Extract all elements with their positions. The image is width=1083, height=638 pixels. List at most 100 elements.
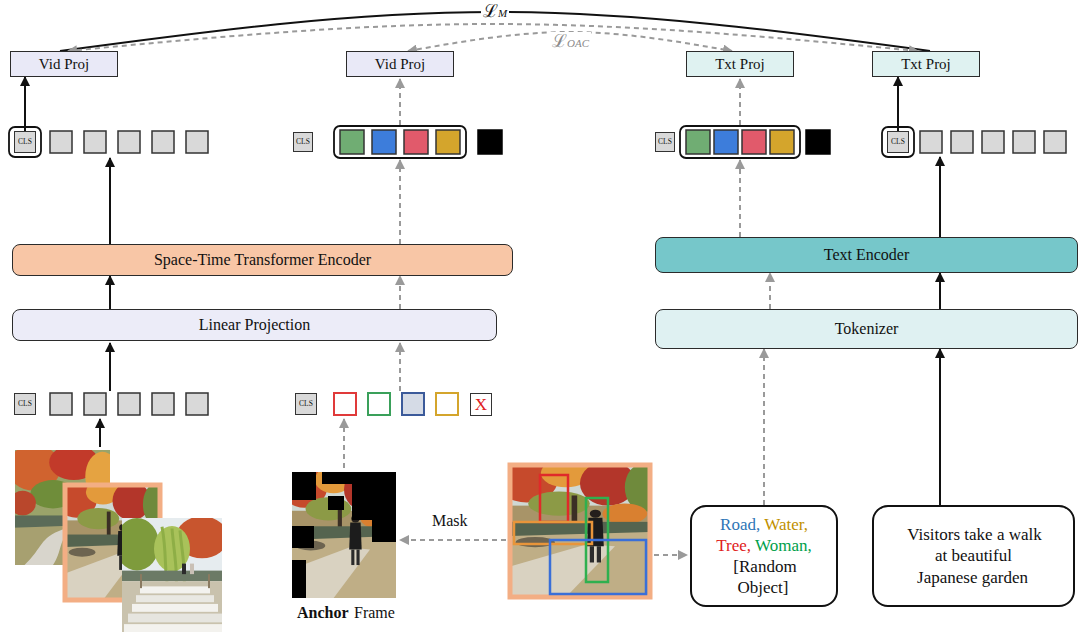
text-wrap: Tokenizer (835, 320, 899, 338)
caption-box: Visitors take a walk at beautiful Japane… (872, 505, 1075, 607)
input-patch-row (152, 393, 174, 415)
output-token-row (9, 127, 208, 157)
object-token-row (436, 130, 460, 154)
flow-connector (939, 273, 941, 309)
flow-arrow (109, 158, 111, 244)
node-text: Space-Time Transformer Encoder (154, 251, 371, 268)
masked-anchor-frame (292, 472, 316, 500)
object-patch-row (436, 393, 458, 415)
projection-head: Vid Proj (10, 51, 118, 77)
node-text: Tokenizer (835, 320, 899, 337)
anchor-frame-with-boxes (550, 540, 646, 594)
anchor-frame-with-boxes (496, 458, 664, 597)
flow-connector (399, 276, 401, 309)
anchor-frame-with-boxes (540, 475, 568, 522)
flow-arrow (399, 79, 401, 125)
cls-token: CLS (655, 132, 675, 152)
masked-anchor-frame (282, 465, 407, 598)
loss-connector (68, 24, 918, 51)
flow-connector (109, 276, 111, 309)
flow-connector (939, 349, 941, 505)
object-word: Woman, (755, 536, 812, 555)
text-wrap: CLS (296, 138, 310, 146)
node-text: CLS (891, 137, 905, 146)
node-text: Vid Proj (39, 56, 89, 72)
text-token-row (920, 131, 942, 153)
object-token-row (340, 130, 364, 154)
object-text-token-row (714, 130, 738, 154)
object-token-row (404, 130, 428, 154)
flow-arrow (343, 419, 345, 468)
input-patch-row (50, 393, 72, 415)
node-text: Visitors take a walk at beautiful Japane… (907, 525, 1041, 587)
encoder-block: Space-Time Transformer Encoder (12, 244, 513, 276)
text-token-row (1013, 131, 1035, 153)
text-wrap: Space-Time Transformer Encoder (154, 251, 371, 269)
cls-token: CLS (14, 393, 36, 415)
flow-arrow (739, 160, 741, 237)
flow-arrow (399, 160, 401, 244)
text-wrap: Visitors take a walk at beautiful Japane… (904, 524, 1043, 588)
object-text-token-row (770, 130, 794, 154)
node-text: CLS (296, 137, 310, 146)
text-wrap: Linear Projection (199, 316, 311, 334)
object-token-row (334, 126, 466, 158)
cls-token: CLS (14, 131, 36, 153)
frame-caption: Frame (354, 604, 395, 622)
text-wrap: Text Encoder (824, 246, 910, 264)
step-label: Mask (432, 512, 468, 530)
text-wrap: CLS (658, 138, 672, 146)
input-patch-row (186, 393, 208, 415)
object-patch-row (334, 393, 458, 415)
flow-arrow (939, 157, 941, 237)
object-token-row (334, 126, 502, 158)
output-token-row (50, 131, 72, 153)
text-wrap: Vid Proj (39, 56, 89, 73)
object-text-token-row (686, 130, 710, 154)
frame-caption: Anchor (297, 604, 349, 622)
text-wrap: CLS (891, 138, 905, 146)
loss-label: ℒOAC (550, 32, 591, 52)
object-patch-row (402, 393, 424, 415)
text-token-row (882, 127, 1066, 157)
output-token-row (152, 131, 174, 153)
tokenizer-block: Tokenizer (655, 309, 1078, 349)
text-wrap: Txt Proj (715, 56, 765, 73)
flow-arrow (399, 343, 401, 391)
output-token-row (118, 131, 140, 153)
object-text-token-row (742, 130, 766, 154)
encoder-block: Text Encoder (655, 237, 1078, 273)
masked-anchor-frame (292, 560, 306, 598)
flow-connector (769, 273, 771, 309)
input-patch-row (84, 393, 106, 415)
text-wrap: CLS (18, 138, 32, 146)
object-word: Tree, (716, 536, 751, 555)
object-token-row (372, 130, 396, 154)
masked-anchor-frame (352, 472, 396, 520)
object-token-row (478, 130, 502, 154)
object-word: Road, (720, 515, 760, 534)
text-token-row (951, 131, 973, 153)
projection-head: Vid Proj (346, 51, 454, 77)
node-text: Linear Projection (199, 316, 311, 333)
loss-label: ℒM (481, 2, 509, 22)
text-token-row (1044, 131, 1066, 153)
flow-arrow (654, 554, 687, 556)
flow-arrow (400, 539, 506, 541)
object-word: Water, (764, 515, 808, 534)
flow-connector (24, 77, 26, 131)
cls-token: CLS (295, 393, 317, 415)
object-text-token-row (680, 126, 830, 158)
node-text: CLS (18, 137, 32, 146)
flow-arrow (739, 79, 741, 125)
output-token-row (9, 127, 41, 157)
text-wrap: CLS (18, 400, 32, 408)
text-wrap: X (475, 396, 487, 413)
output-token-row (84, 131, 106, 153)
object-patch-row (334, 393, 356, 415)
masked-token: X (470, 393, 492, 416)
text-token-row (882, 127, 914, 157)
masked-anchor-frame (328, 496, 344, 510)
flow-arrow (109, 343, 111, 391)
